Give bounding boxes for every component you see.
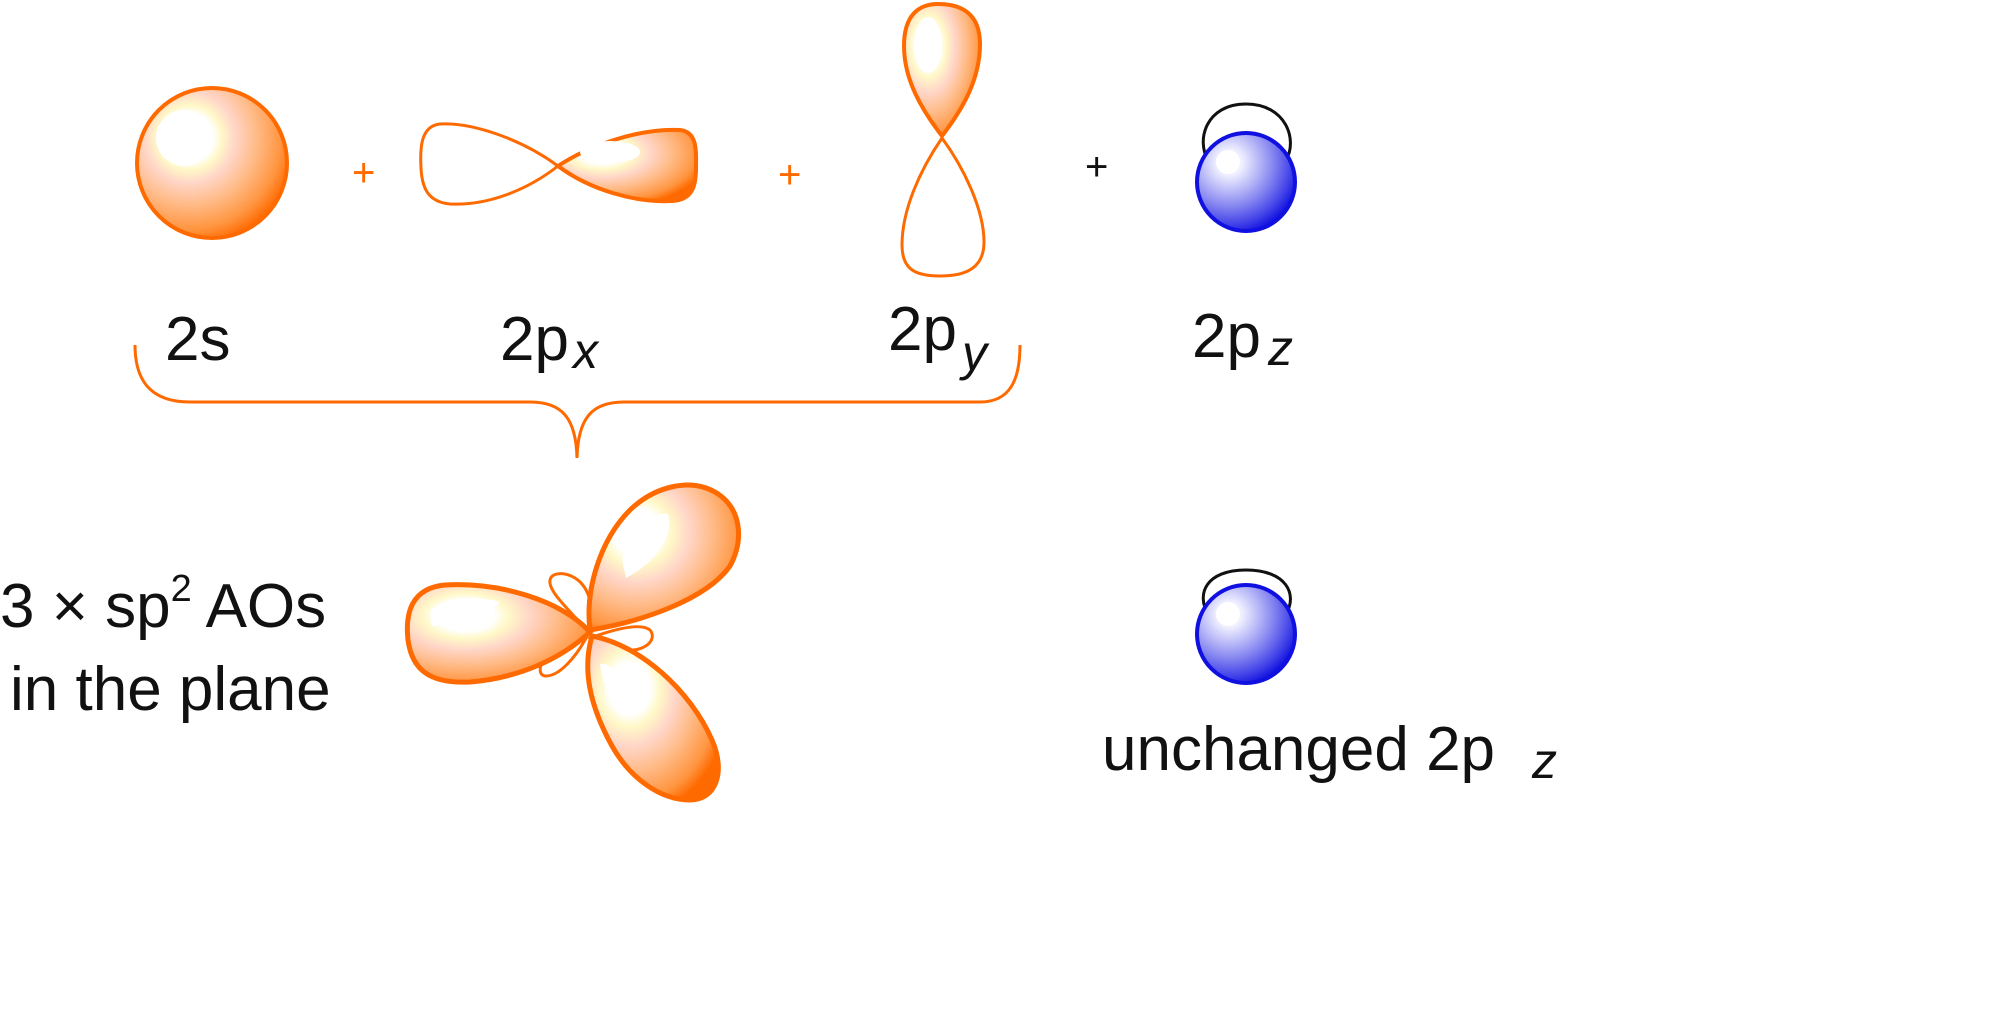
sp2-hybrid-orbitals — [404, 482, 742, 803]
svg-text:unchanged 2p: unchanged 2p — [1102, 715, 1495, 784]
label-sp2-aos: 3 × sp2 AOs in the plane — [0, 568, 331, 724]
plus-sign-1: + — [352, 151, 375, 195]
label-unchanged-2pz: unchanged 2p z — [1102, 715, 1557, 789]
orbital-2py — [900, 1, 986, 278]
svg-text:z: z — [1267, 320, 1293, 376]
label-2px: 2p x — [500, 305, 600, 379]
svg-text:3 × sp2 AOs: 3 × sp2 AOs — [0, 568, 326, 641]
svg-text:2p: 2p — [500, 305, 569, 374]
svg-text:2p: 2p — [1192, 302, 1261, 371]
svg-text:z: z — [1531, 733, 1557, 789]
orbital-2s — [135, 86, 289, 240]
sp2-lobe-upper — [586, 482, 742, 633]
sp2-lobe-left — [404, 582, 594, 685]
svg-text:y: y — [959, 325, 990, 381]
svg-text:2p: 2p — [888, 295, 957, 364]
label-2s: 2s — [165, 305, 230, 374]
svg-text:x: x — [571, 323, 600, 379]
sp2-lobe-lower — [585, 633, 721, 803]
orbital-2px — [419, 122, 699, 206]
plus-sign-3: + — [1085, 145, 1108, 189]
grouping-brace — [133, 344, 1022, 459]
orbital-unchanged-2pz — [1195, 568, 1297, 685]
orbital-2pz — [1195, 102, 1297, 233]
svg-text:in the plane: in the plane — [10, 655, 331, 724]
label-2py: 2p y — [888, 295, 990, 381]
plus-sign-2: + — [778, 153, 801, 197]
label-2pz: 2p z — [1192, 302, 1293, 376]
